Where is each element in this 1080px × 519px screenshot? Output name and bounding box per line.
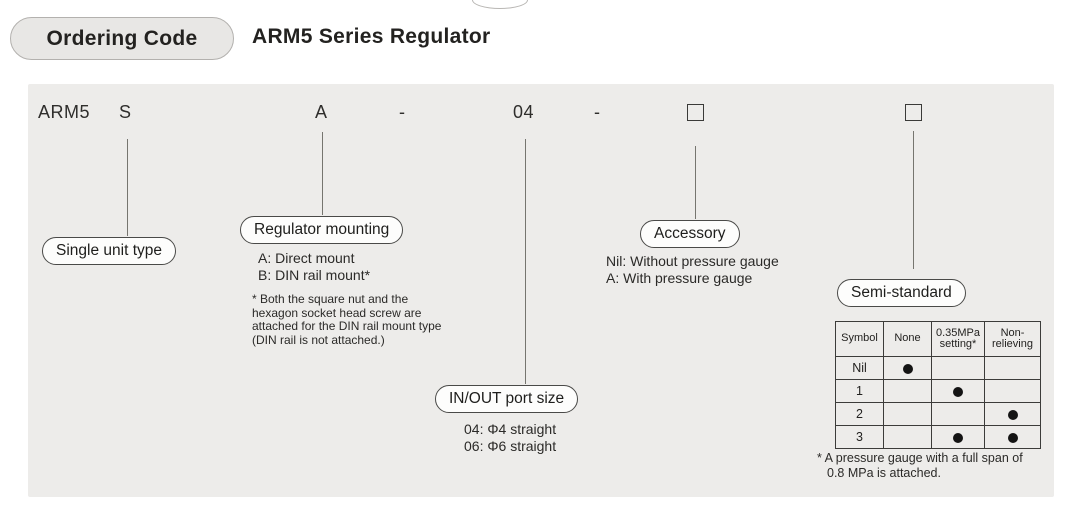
mounting-note-line-2: hexagon socket head screw are — [252, 305, 422, 320]
dot-cell — [984, 425, 1041, 449]
connector-line-mounting — [322, 132, 323, 215]
symbol-cell: 1 — [835, 379, 884, 403]
mounting-note-line-3: attached for the DIN rail mount type — [252, 319, 442, 333]
cropped-graphic-arc — [472, 0, 528, 9]
header-nonrel-line2: relieving — [992, 338, 1033, 350]
code-unit-type: S — [119, 102, 132, 122]
dot-cell — [883, 402, 932, 426]
connector-line-semi-standard — [913, 131, 914, 269]
table-row: 2 — [835, 402, 1041, 426]
code-port-size: 04 — [513, 102, 535, 122]
semi-standard-label: Semi-standard — [851, 284, 952, 301]
dot-marker — [1007, 432, 1018, 443]
header-none-label: None — [894, 332, 921, 345]
ordering-code-badge: Ordering Code — [10, 17, 234, 60]
header-cell-setting: 0.35MPa setting* — [931, 321, 985, 357]
code-mounting: A — [315, 102, 328, 122]
connector-line-unit-type — [127, 139, 128, 236]
table-row: 3 — [835, 425, 1041, 449]
dot-cell — [984, 379, 1041, 403]
dot-marker — [902, 363, 913, 374]
dot-marker — [1007, 409, 1018, 420]
dot-cell — [984, 356, 1041, 380]
mounting-option-b: B: DIN rail mount* — [258, 267, 371, 283]
header-setting-line2: setting* — [939, 338, 977, 350]
semi-standard-table-header: Symbol None 0.35MPa setting* Non- reliev… — [835, 321, 1041, 357]
mounting-option-a: A: Direct mount — [258, 250, 355, 266]
mounting-note-line-4: (DIN rail is not attached.) — [252, 332, 385, 347]
header-symbol-label: Symbol — [841, 332, 878, 345]
symbol-cell: 3 — [835, 425, 884, 449]
symbol-cell: Nil — [835, 356, 884, 380]
ordering-code-badge-label: Ordering Code — [46, 26, 198, 50]
dot-cell — [883, 356, 932, 380]
header-setting-line1: 0.35MPa — [935, 326, 981, 339]
code-separator-1: - — [399, 102, 406, 122]
header-cell-non-relieving: Non- relieving — [984, 321, 1041, 357]
dot-cell — [931, 425, 985, 449]
semi-standard-note-line-2: 0.8 MPa is attached. — [827, 465, 941, 480]
header-nonrel-line1: Non- — [1000, 326, 1025, 339]
mounting-note-line-1: * Both the square nut and the — [252, 292, 409, 306]
semi-standard-callout: Semi-standard — [837, 279, 966, 307]
accessory-option-a: A: With pressure gauge — [606, 270, 753, 286]
symbol-cell: 2 — [835, 402, 884, 426]
accessory-callout: Accessory — [640, 220, 740, 248]
regulator-mounting-label: Regulator mounting — [254, 221, 390, 238]
code-family: ARM5 — [38, 102, 91, 122]
table-row: Nil — [835, 356, 1041, 380]
page-title: ARM5 Series Regulator — [252, 25, 491, 48]
single-unit-type-label: Single unit type — [56, 242, 162, 259]
dot-cell — [883, 425, 932, 449]
port-size-label: IN/OUT port size — [449, 390, 565, 407]
port-size-callout: IN/OUT port size — [435, 385, 579, 413]
dot-cell — [984, 402, 1041, 426]
dot-cell — [931, 356, 985, 380]
dot-cell — [931, 402, 985, 426]
connector-line-port-size — [525, 139, 526, 384]
single-unit-type-callout: Single unit type — [42, 237, 176, 265]
semi-standard-table: Symbol None 0.35MPa setting* Non- reliev… — [835, 321, 1041, 449]
dot-cell — [931, 379, 985, 403]
code-separator-2: - — [594, 102, 601, 122]
table-row: 1 — [835, 379, 1041, 403]
dot-marker — [953, 432, 963, 443]
regulator-mounting-callout: Regulator mounting — [240, 216, 404, 244]
port-option-06: 06: Φ6 straight — [464, 438, 557, 454]
accessory-option-nil: Nil: Without pressure gauge — [606, 253, 779, 269]
code-semi-standard-placeholder-box — [905, 104, 922, 121]
accessory-label: Accessory — [654, 225, 726, 242]
code-accessory-placeholder-box — [687, 104, 704, 121]
dot-marker — [953, 386, 963, 397]
port-option-04: 04: Φ4 straight — [464, 421, 557, 437]
header-cell-symbol: Symbol — [835, 321, 884, 357]
dot-cell — [883, 379, 932, 403]
header-cell-none: None — [883, 321, 932, 357]
table-header-row: Symbol None 0.35MPa setting* Non- reliev… — [835, 321, 1041, 357]
semi-standard-note-line-1: * A pressure gauge with a full span of — [817, 451, 1023, 465]
semi-standard-note: * A pressure gauge with a full span of 0… — [817, 451, 1067, 480]
connector-line-accessory — [695, 146, 696, 219]
